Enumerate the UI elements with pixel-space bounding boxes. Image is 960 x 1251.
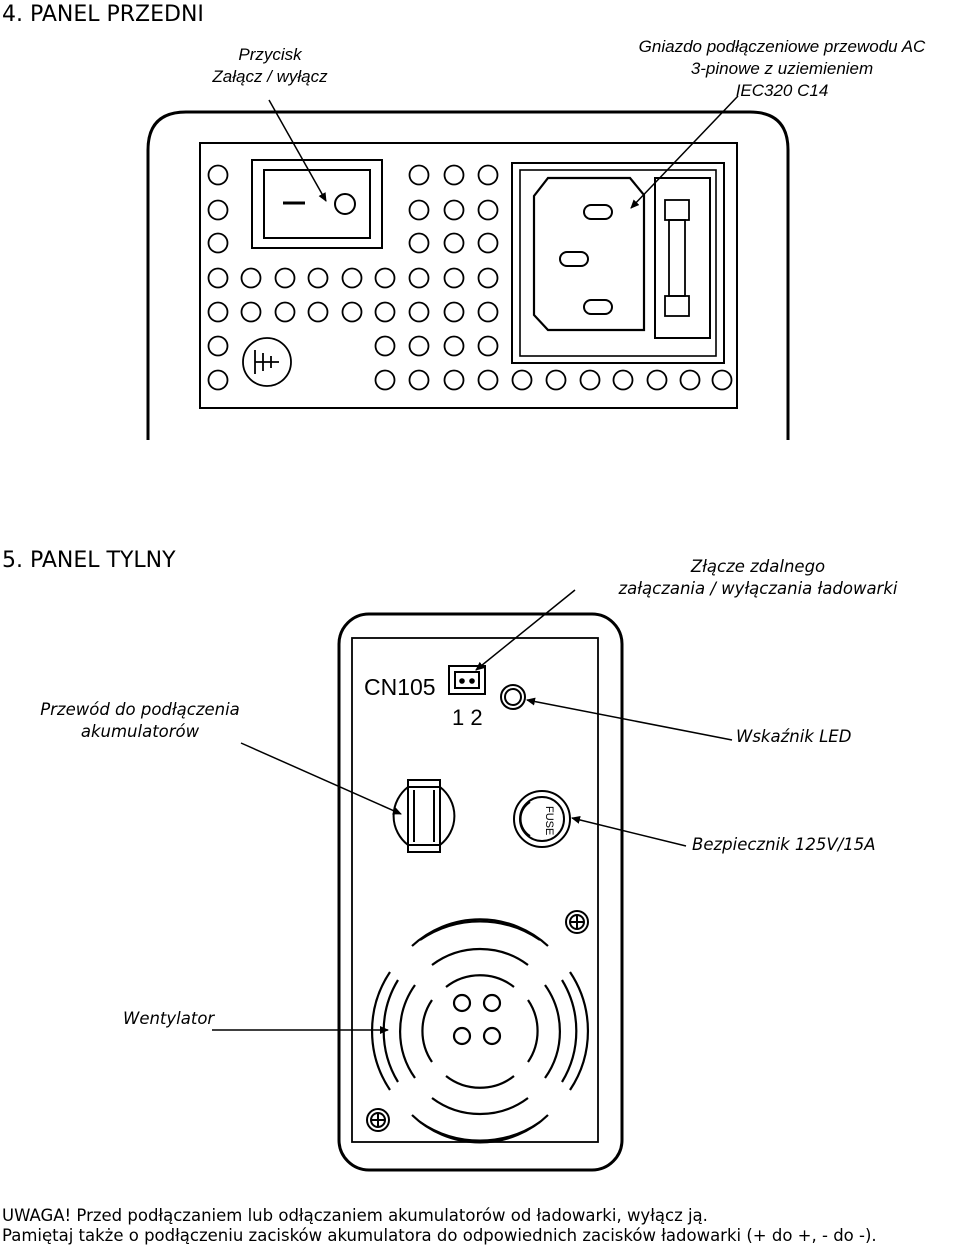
front-panel-outline: [146, 110, 790, 440]
rear-panel-inner-frame: [351, 637, 599, 1143]
fan-grille-icon: [371, 918, 589, 1144]
remote-connector-arrow: [475, 589, 576, 671]
front-panel-heading: 4. PANEL PRZEDNI: [2, 2, 204, 27]
vent-holes: [207, 164, 733, 391]
remote-connector-label-line1: Złącze zdalnego: [690, 557, 826, 576]
remote-connector-label: Złącze zdalnego załączania / wyłączania …: [588, 556, 928, 600]
fuse-holder: [513, 790, 571, 848]
front-panel-drawing: [146, 95, 790, 440]
fuse-label: Bezpiecznik 125V/15A: [692, 835, 876, 854]
power-switch: [251, 159, 383, 249]
led-indicator-label: Wskaźnik LED: [736, 727, 852, 746]
connector-pins: 1 2: [452, 705, 483, 730]
ac-socket-label-line1: Gniazdo podłączeniowe przewodu AC: [638, 37, 926, 56]
led-indicator: [500, 684, 526, 710]
power-switch-label-line2: Załącz / wyłącz: [212, 67, 328, 86]
battery-cable-label-line2: akumulatorów: [80, 722, 200, 741]
power-switch-label-line1: Przycisk: [238, 45, 302, 64]
fuse-text: FUSE: [543, 806, 555, 835]
rear-panel-heading: 5. PANEL TYLNY: [2, 548, 176, 573]
power-switch-arrow: [268, 99, 327, 202]
remote-connector-label-line2: załączania / wyłączania ładowarki: [618, 579, 898, 598]
led-indicator-arrow: [526, 697, 733, 741]
power-switch-label: Przycisk Załącz / wyłącz: [200, 44, 340, 88]
fuse-arrow: [571, 816, 687, 847]
warning-line2: Pamiętaj także o podłączeniu zacisków ak…: [2, 1226, 877, 1245]
battery-cable-label-line1: Przewód do podłączenia: [40, 700, 240, 719]
battery-cable-arrow: [240, 742, 402, 815]
battery-cable-grommet: [392, 779, 456, 853]
ac-socket-arrow: [630, 95, 739, 209]
battery-cable-label: Przewód do podłączenia akumulatorów: [40, 699, 240, 743]
ac-socket-label-line2: 3-pinowe z uziemieniem: [690, 59, 874, 78]
warning-line1: UWAGA! Przed podłączaniem lub odłączanie…: [2, 1206, 708, 1225]
connector-code: CN105: [364, 674, 436, 700]
screw-top-right-icon: [565, 910, 589, 934]
front-panel-inner-frame: [199, 142, 738, 409]
ac-socket: [511, 162, 725, 364]
screw-bottom-left-icon: [366, 1108, 390, 1132]
remote-connector: [448, 665, 486, 695]
fan-label: Wentylator: [123, 1009, 215, 1028]
ground-symbol-icon: [242, 337, 292, 387]
rear-panel-outline: [337, 612, 624, 1172]
ac-socket-label-line3: IEC320 C14: [735, 81, 829, 100]
ac-socket-label: Gniazdo podłączeniowe przewodu AC 3-pino…: [606, 36, 958, 102]
